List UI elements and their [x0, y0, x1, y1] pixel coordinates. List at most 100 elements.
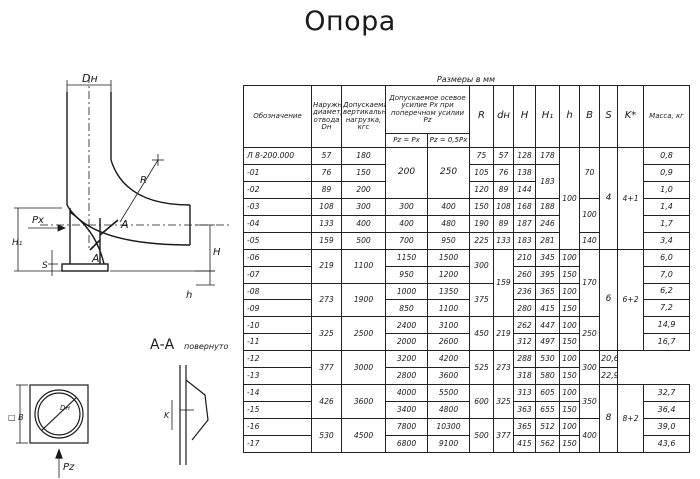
small-h-cell: 150: [559, 299, 581, 318]
r-cell: 150: [469, 197, 495, 216]
section-note: повернуто: [184, 342, 228, 351]
axial-half-cell: 1200: [426, 265, 471, 284]
h1-cell: 447: [535, 316, 561, 335]
dn-cell: 89: [311, 180, 342, 199]
k-cell: 6+2: [617, 248, 645, 352]
load-cell: 1900: [341, 282, 386, 318]
mass-cell: 16,7: [643, 333, 691, 352]
r-cell: 120: [469, 180, 495, 199]
small-h-cell: 100: [559, 282, 581, 301]
r-cell: 375: [469, 282, 495, 318]
elbow-outer-curve: [66, 204, 191, 246]
r-cell: 450: [469, 316, 495, 352]
axial-half-cell: 10300: [426, 418, 471, 436]
s-cell: 6: [599, 248, 619, 352]
header-small-h: h: [559, 85, 581, 148]
h-cell: 187: [513, 214, 537, 233]
h-cell: 288: [513, 350, 537, 369]
h-cell: 210: [513, 248, 537, 267]
b-cell: 140: [579, 231, 601, 250]
axial-eq-cell: 3400: [385, 401, 428, 419]
dn-cell: 76: [311, 163, 342, 182]
page-title: Опора: [304, 6, 396, 37]
small-h-cell: 150: [559, 367, 581, 386]
support-rib: [69, 211, 105, 265]
axial-half-cell: 4800: [426, 401, 471, 419]
header-axial-force: Допускаемое осевое усилие Pх при попереч…: [384, 85, 471, 134]
h1-cell: 530: [535, 350, 561, 369]
designation-cell: -02: [243, 180, 312, 199]
header-s: S: [599, 85, 619, 148]
h-cell: 138: [513, 163, 537, 182]
section-rib: [185, 379, 209, 441]
load-cell: 3000: [341, 350, 386, 386]
axial-eq-cell: 4000: [385, 384, 428, 403]
dn-cell: 108: [311, 197, 342, 216]
d-cell: 377: [493, 418, 515, 453]
axial-eq-cell: 2000: [385, 333, 428, 352]
axial-half-cell: 1350: [426, 282, 471, 301]
designation-cell: -17: [243, 434, 312, 454]
base-plate: [61, 263, 109, 272]
h1-label: H₁: [12, 238, 23, 248]
k-cell: 4+1: [617, 147, 645, 250]
d-cell: 89: [493, 180, 515, 199]
mass-cell: 1,4: [643, 197, 691, 216]
mass-cell: 20,6: [599, 350, 619, 369]
designation-cell: -09: [243, 299, 312, 318]
load-cell: 4500: [341, 418, 386, 453]
s-cell: 4: [599, 147, 619, 250]
h1-cell: 655: [535, 401, 561, 419]
mass-cell: 39,0: [643, 418, 691, 436]
b-cell: 100: [579, 197, 601, 233]
axial-eq-cell: 6800: [385, 434, 428, 454]
r-cell: 600: [469, 384, 495, 419]
header-h: H: [513, 85, 537, 148]
small-h-cell: 150: [559, 265, 581, 284]
h-cell: 183: [513, 231, 537, 250]
header-b: B: [579, 85, 601, 148]
designation-cell: -07: [243, 265, 312, 284]
axial-half-cell: 950: [426, 231, 471, 250]
axial-half-cell: 250: [426, 147, 471, 199]
h1-cell: 605: [535, 384, 561, 403]
axial-half-cell: 4200: [426, 350, 471, 369]
load-cell: 150: [341, 163, 386, 182]
small-h-cell: 150: [559, 333, 581, 352]
r-label: R: [140, 175, 147, 186]
axial-eq-cell: 1000: [385, 282, 428, 301]
h-cell: 365: [513, 418, 537, 436]
dn-cell: 159: [311, 231, 342, 250]
axial-half-cell: 480: [426, 214, 471, 233]
plan-circle: [34, 389, 84, 439]
axial-eq-cell: 400: [385, 214, 428, 233]
axial-half-cell: 1500: [426, 248, 471, 267]
h-cell: 236: [513, 282, 537, 301]
mass-cell: 0,9: [643, 163, 691, 182]
header-vertical-load: Допускаемая вертикальная нагрузка, кгс: [341, 85, 386, 148]
load-cell: 200: [341, 180, 386, 199]
load-cell: 2500: [341, 316, 386, 352]
h1-cell: 415: [535, 299, 561, 318]
d-cell: 108: [493, 197, 515, 216]
axial-eq-cell: 700: [385, 231, 428, 250]
header-pz-eq: Pz = Pх: [385, 133, 428, 148]
mass-cell: 7,0: [643, 265, 691, 284]
b-cell: 170: [579, 248, 601, 318]
elbow-inner-curve: [110, 159, 191, 206]
axial-eq-cell: 7800: [385, 418, 428, 436]
designation-cell: -06: [243, 248, 312, 267]
dn-cell: 325: [311, 316, 342, 352]
a-label-top: A: [120, 218, 129, 231]
designation-cell: -08: [243, 282, 312, 301]
axial-half-cell: 3100: [426, 316, 471, 335]
designation-cell: -11: [243, 333, 312, 352]
r-cell: 500: [469, 418, 495, 453]
designation-cell: -04: [243, 214, 312, 233]
axial-half-cell: 2600: [426, 333, 471, 352]
plan-square: [29, 384, 89, 444]
axial-half-cell: 400: [426, 197, 471, 216]
d-cell: 159: [493, 248, 515, 318]
d-cell: 89: [493, 214, 515, 233]
axial-eq-cell: 1150: [385, 248, 428, 267]
